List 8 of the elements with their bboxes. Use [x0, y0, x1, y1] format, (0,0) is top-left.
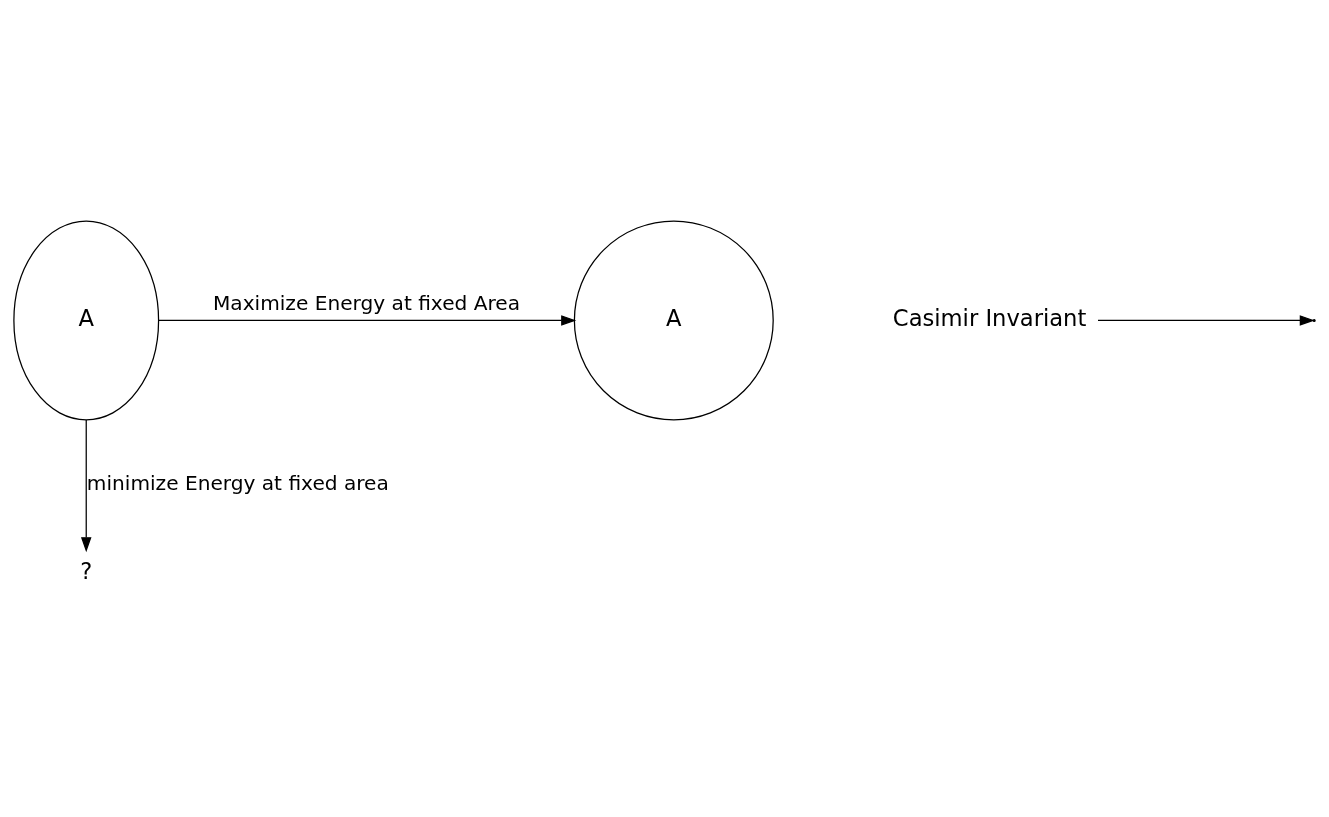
- node-circle: A: [573, 220, 774, 421]
- node-text: Casimir Invariant: [892, 304, 1087, 331]
- edge-label: Maximize Energy at fixed Area: [212, 291, 521, 316]
- arrow: [80, 419, 92, 553]
- arrow: [158, 315, 577, 326]
- edge-label: minimize Energy at fixed area: [86, 471, 389, 496]
- node-ellipse: A: [13, 220, 160, 421]
- node-text: ?: [80, 557, 93, 584]
